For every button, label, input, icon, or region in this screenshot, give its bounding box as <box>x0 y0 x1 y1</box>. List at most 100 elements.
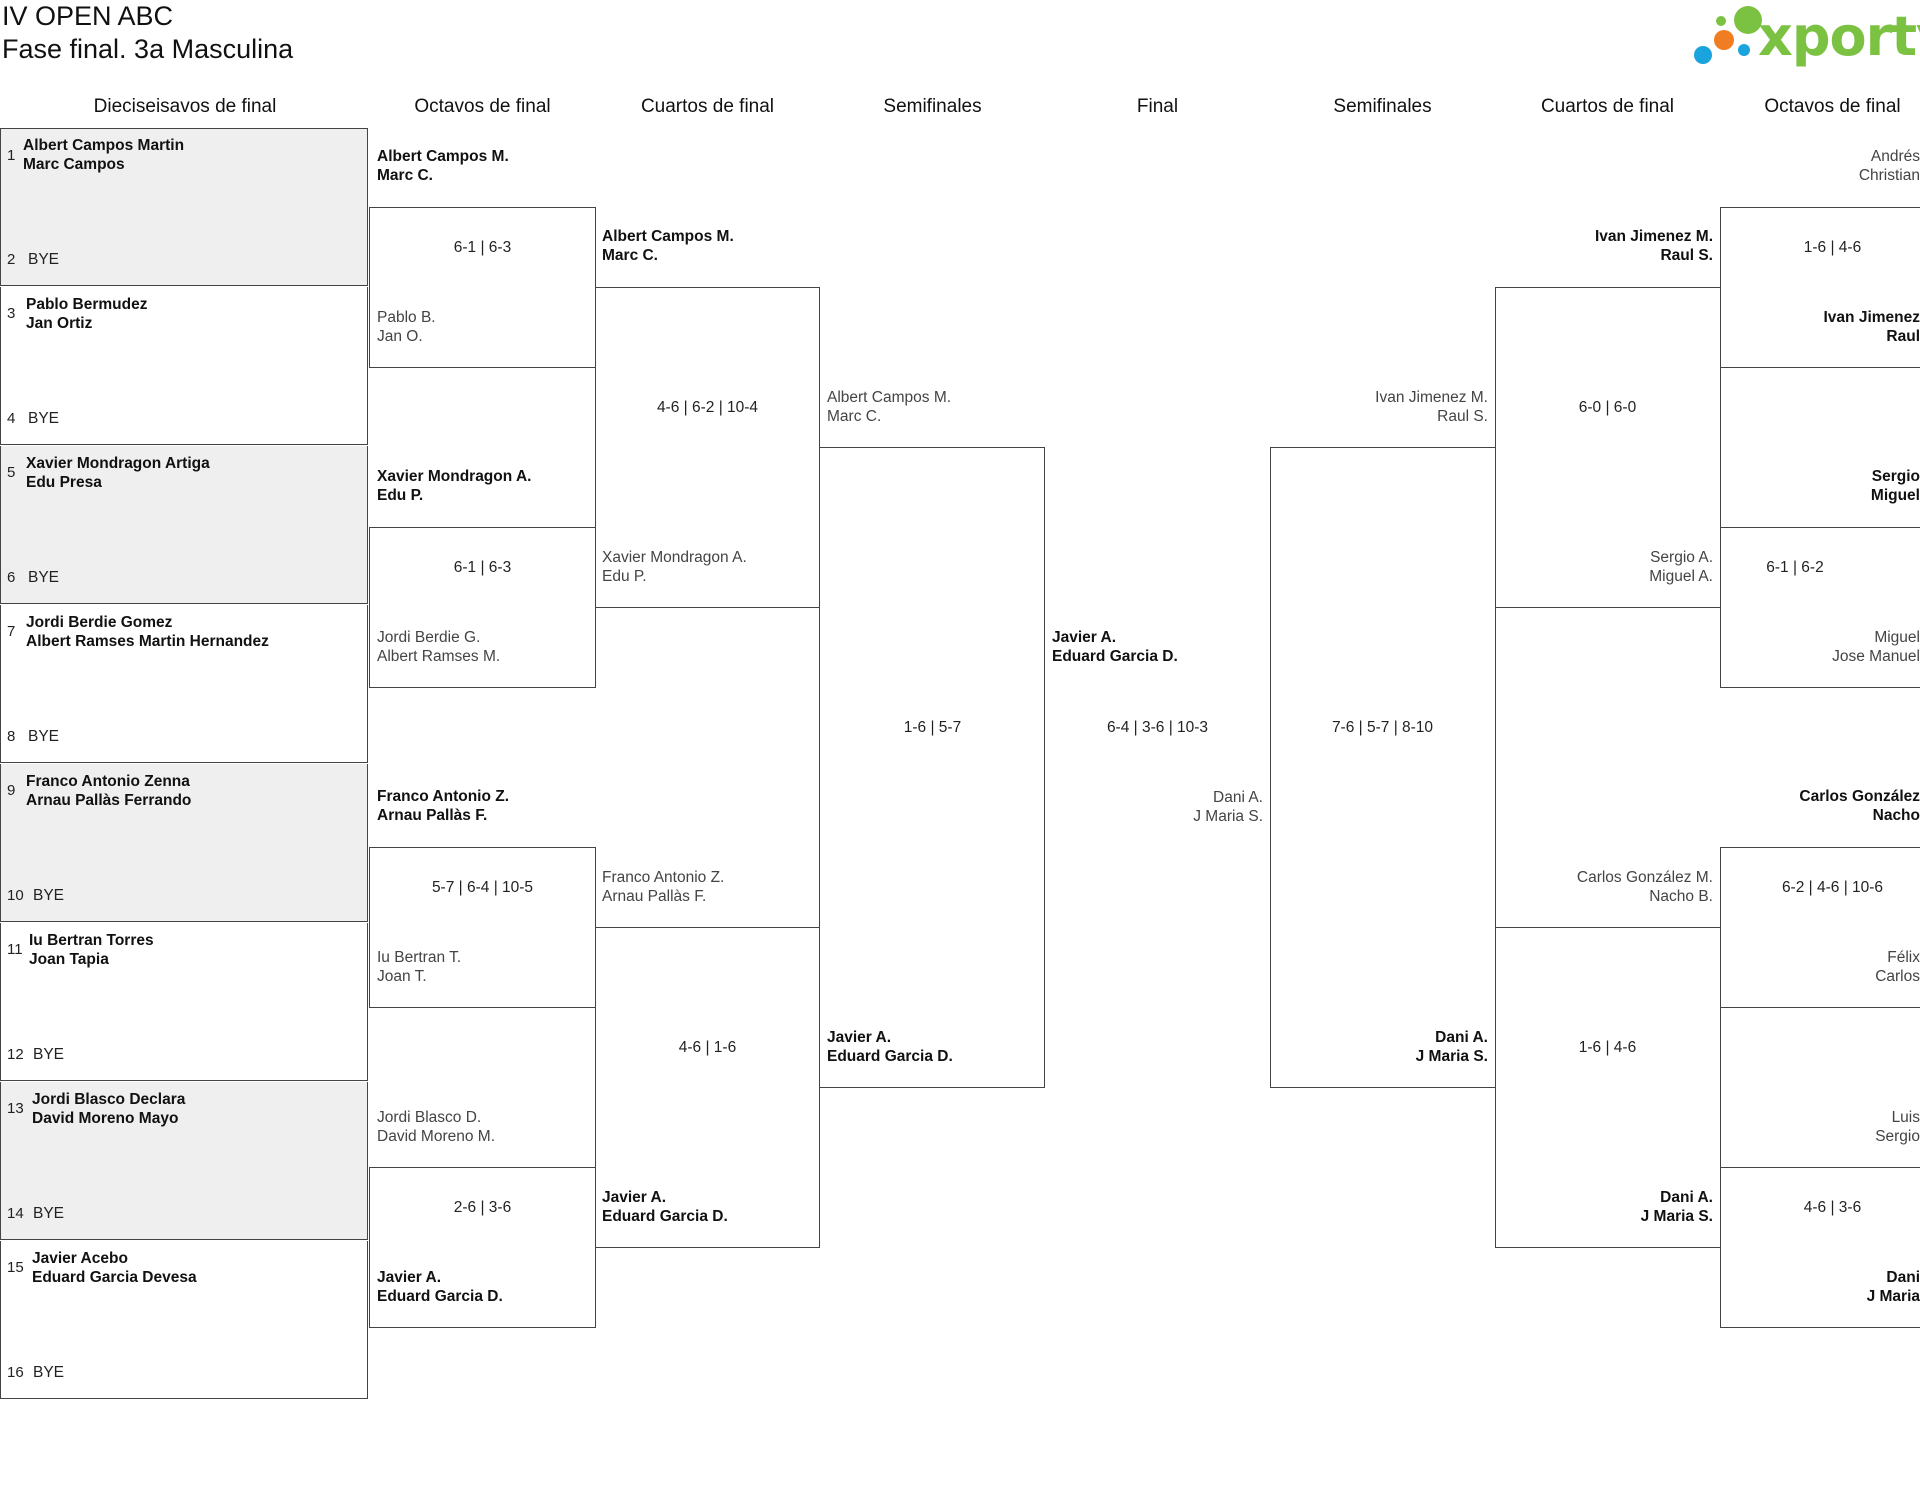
logo-dot-orange-icon <box>1714 30 1734 50</box>
seed-pair-5: Xavier Mondragon Artiga Edu Presa <box>26 454 210 492</box>
r16-pair: Franco Antonio Z.Arnau Pallàs F. <box>377 788 510 824</box>
bye-label: BYE <box>33 1046 65 1063</box>
match-score: 1-6 | 5-7 <box>903 719 962 736</box>
round-header-r32: Dieciseisavos de final <box>93 96 277 117</box>
round-header-r16-right: Octavos de final <box>1764 96 1901 117</box>
qf-pair: Xavier Mondragon A.Edu P. <box>602 549 747 585</box>
logo-dot-green-icon <box>1734 6 1762 34</box>
logo-dot-small-blue-icon <box>1738 44 1750 56</box>
player-name: Marc Campos <box>23 156 125 173</box>
seed-number: 3 <box>7 305 16 322</box>
seed-number: 7 <box>7 623 16 640</box>
match-score: 6-2 | 4-6 | 10-6 <box>1781 879 1884 896</box>
player-name: Albert Ramses Martin Hernandez <box>26 633 269 650</box>
bracket-connector-r16-right <box>1720 527 1920 688</box>
seed-pair-11: Iu Bertran Torres Joan Tapia <box>29 931 154 969</box>
round-header-final: Final <box>1136 96 1179 117</box>
match-score: 7-6 | 5-7 | 8-10 <box>1331 719 1434 736</box>
sf-pair: Javier A.Eduard Garcia D. <box>827 1029 953 1065</box>
match-score: 2-6 | 3-6 <box>453 1199 512 1216</box>
match-score: 4-6 | 6-2 | 10-4 <box>656 399 759 416</box>
round-header-sf: Semifinales <box>883 96 982 117</box>
seed-number: 11 <box>7 941 23 958</box>
match-score: 6-1 | 6-3 <box>453 559 512 576</box>
bracket-connector-qf-right <box>1495 927 1721 1248</box>
seed-box-7-8 <box>0 605 368 763</box>
bye-label: BYE <box>33 1364 65 1381</box>
seed-pair-13: Jordi Blasco Declara David Moreno Mayo <box>32 1090 185 1128</box>
seed-number: 4 <box>7 410 16 427</box>
seed-box-3-4 <box>0 287 368 445</box>
qf-pair: Albert Campos M.Marc C. <box>602 228 734 264</box>
seed-pair-7: Jordi Berdie Gomez Albert Ramses Martin … <box>26 613 269 651</box>
seed-box-1-2 <box>0 128 368 286</box>
seed-number: 5 <box>7 464 16 481</box>
player-name: Pablo Bermudez <box>26 296 148 313</box>
logo-text: xporty <box>1758 5 1920 68</box>
round-header-qf: Cuartos de final <box>640 96 775 117</box>
r16-pair: Pablo B.Jan O. <box>377 309 436 345</box>
seed-number: 14 <box>7 1205 24 1222</box>
qf-pair: Franco Antonio Z.Arnau Pallàs F. <box>602 869 725 905</box>
bye-label: BYE <box>28 251 60 268</box>
seed-box-11-12 <box>0 923 368 1081</box>
round-header-sf-right: Semifinales <box>1333 96 1432 117</box>
logo-dot-small-icon <box>1716 16 1726 26</box>
bracket-connector-sf <box>819 447 1045 1088</box>
player-name: Arnau Pallàs Ferrando <box>26 792 192 809</box>
qf-pair-right: Carlos González M.Nacho B. <box>1576 869 1713 905</box>
seed-box-5-6 <box>0 446 368 604</box>
qf-pair: Javier A.Eduard Garcia D. <box>602 1189 728 1225</box>
seed-pair-3: Pablo Bermudez Jan Ortiz <box>26 295 147 333</box>
r16-pair: Xavier Mondragon A.Edu P. <box>377 468 532 504</box>
seed-number: 1 <box>7 147 16 164</box>
seed-number: 13 <box>7 1100 24 1117</box>
match-score: 1-6 | 4-6 <box>1803 239 1862 256</box>
phase-subtitle: Fase final. 3a Masculina <box>2 34 294 64</box>
r16-pair: Javier A.Eduard Garcia D. <box>377 1269 503 1305</box>
bye-label: BYE <box>28 728 60 745</box>
logo-dot-blue-icon <box>1694 46 1712 64</box>
seed-number: 12 <box>7 1046 24 1063</box>
bye-label: BYE <box>28 569 60 586</box>
bracket-connector-r16-right <box>1720 207 1920 368</box>
match-score: 4-6 | 3-6 <box>1803 1199 1862 1216</box>
bracket-connector-r16-right <box>1720 847 1920 1008</box>
match-score: 6-1 | 6-2 <box>1766 559 1824 576</box>
seed-box-15-16 <box>0 1241 368 1399</box>
bracket-connector-sf-right <box>1270 447 1496 1088</box>
seed-number: 15 <box>7 1259 24 1276</box>
r16-pair: Iu Bertran T.Joan T. <box>377 949 462 985</box>
bracket-connector-r16-right <box>1720 1167 1920 1328</box>
bracket-connector-qf-right <box>1495 287 1721 608</box>
final-pair-left: Javier A.Eduard Garcia D. <box>1052 629 1178 665</box>
match-score: 5-7 | 6-4 | 10-5 <box>431 879 534 896</box>
qf-pair-right: Sergio A.Miguel A. <box>1649 549 1713 585</box>
qf-pair-right: Ivan Jimenez M.Raul S. <box>1594 228 1713 264</box>
seed-box-13-14 <box>0 1082 368 1240</box>
sf-pair-right: Ivan Jimenez M.Raul S. <box>1375 389 1488 425</box>
seed-number: 16 <box>7 1364 24 1381</box>
final-pair-right: Dani A.J Maria S. <box>1193 789 1263 825</box>
player-name: David Moreno Mayo <box>32 1110 179 1127</box>
bye-label: BYE <box>33 887 65 904</box>
seed-pair-15: Javier Acebo Eduard Garcia Devesa <box>32 1249 197 1287</box>
player-name: Franco Antonio Zenna <box>26 773 190 790</box>
seed-number: 9 <box>7 782 16 799</box>
player-name: Iu Bertran Torres <box>29 932 154 949</box>
seed-number: 10 <box>7 887 24 904</box>
player-name: Xavier Mondragon Artiga <box>26 455 210 472</box>
r16-pair: Albert Campos M.Marc C. <box>377 148 509 184</box>
sf-pair: Albert Campos M.Marc C. <box>827 389 952 425</box>
round-header-qf-right: Cuartos de final <box>1540 96 1675 117</box>
bye-label: BYE <box>28 410 60 427</box>
player-name: Eduard Garcia Devesa <box>32 1269 197 1286</box>
r16-pair: Jordi Blasco D.David Moreno M. <box>377 1109 496 1145</box>
bye-label: BYE <box>33 1205 65 1222</box>
